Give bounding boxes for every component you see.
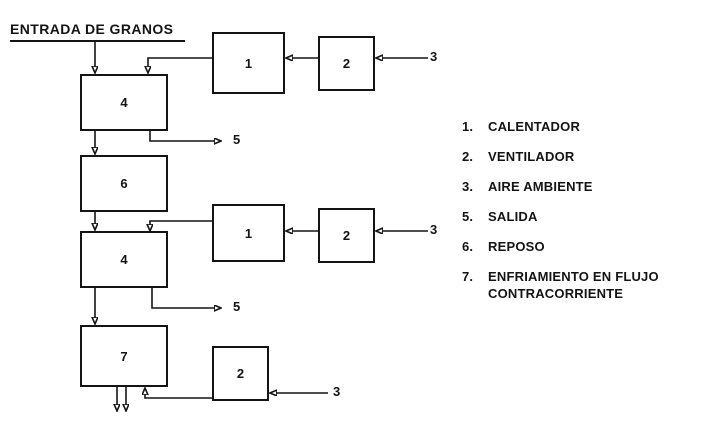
box-cooler-label: 7 [120,348,128,364]
legend-item-label: ENFRIAMIENTO EN FLUJO CONTRACORRIENTE [488,269,659,301]
box-dryer-top-label: 4 [120,95,128,110]
flow-label-air-mid: 3 [430,222,438,237]
legend-item-number: 2. [462,149,474,164]
legend-item-aire-ambiente: 3. AIRE AMBIENTE [462,178,659,195]
box-rest: 6 [80,155,168,212]
legend-item-label: VENTILADOR [488,149,575,164]
legend: 1. CALENTADOR 2. VENTILADOR 3. AIRE AMBI… [462,118,659,302]
legend-item-reposo: 6. REPOSO [462,238,659,255]
box-heater-mid-label: 1 [244,225,253,241]
legend-item-salida: 5. SALIDA [462,208,659,225]
box-fan-mid: 2 [318,208,375,263]
connector-fan-to-cooler [145,394,212,399]
flow-label-outlet-top: 5 [233,132,241,147]
box-cooler: 7 [80,325,168,387]
box-dryer-mid: 4 [80,231,168,288]
legend-item-enfriamiento: 7. ENFRIAMIENTO EN FLUJO CONTRACORRIENTE [462,268,659,302]
flow-label-outlet-mid: 5 [233,299,241,314]
legend-item-number: 7. [462,269,474,284]
box-dryer-mid-label: 4 [120,252,128,267]
box-heater-top: 1 [212,32,285,94]
legend-item-number: 6. [462,239,474,254]
legend-item-number: 3. [462,179,474,194]
connector-heater-to-dryer-mid [150,220,212,225]
connector-outlet-top [149,131,215,141]
legend-item-number: 5. [462,209,474,224]
legend-item-ventilador: 2. VENTILADOR [462,148,659,165]
flow-label-air-bottom: 3 [333,384,341,399]
diagram-title: ENTRADA DE GRANOS [10,21,186,42]
legend-item-label: CALENTADOR [488,119,581,134]
connector-heater-to-dryer-top [148,57,212,67]
box-dryer-top: 4 [80,74,168,131]
box-fan-bottom-label: 2 [236,366,245,381]
box-heater-top-label: 1 [244,55,253,71]
flow-label-air-top: 3 [430,49,438,64]
box-fan-bottom: 2 [212,346,269,401]
box-fan-top: 2 [318,36,375,91]
legend-item-number: 1. [462,119,474,134]
legend-item-calentador: 1. CALENTADOR [462,118,659,135]
box-fan-top-label: 2 [342,56,351,71]
legend-item-label: REPOSO [488,239,545,254]
legend-item-label: AIRE AMBIENTE [488,179,593,194]
legend-item-label: SALIDA [488,209,538,224]
box-fan-mid-label: 2 [342,228,351,243]
box-rest-label: 6 [120,176,128,191]
box-heater-mid: 1 [212,204,285,262]
connector-outlet-mid [151,288,215,308]
